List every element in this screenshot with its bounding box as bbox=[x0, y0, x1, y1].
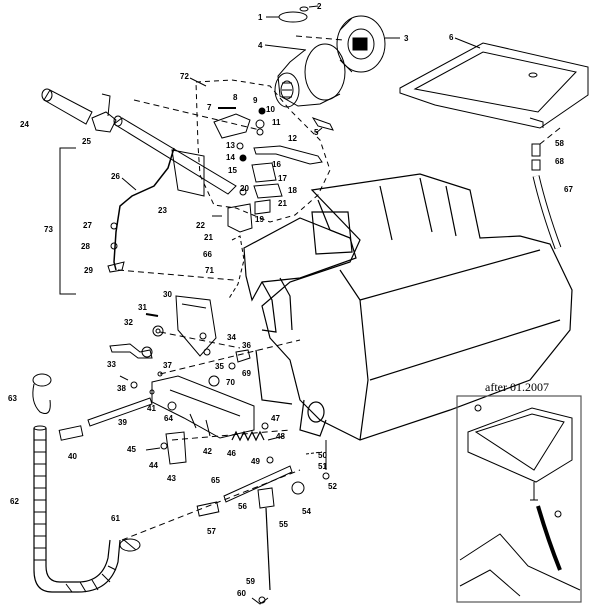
part-drain-cap bbox=[32, 373, 52, 414]
part-label-22: 22 bbox=[196, 221, 205, 230]
part-label-1: 1 bbox=[258, 13, 263, 22]
part-label-19: 19 bbox=[255, 215, 264, 224]
part-label-49: 49 bbox=[251, 457, 260, 466]
part-label-35: 35 bbox=[215, 362, 224, 371]
part-label-13: 13 bbox=[226, 141, 235, 150]
part-label-28: 28 bbox=[81, 242, 90, 251]
part-label-23: 23 bbox=[158, 206, 167, 215]
part-label-9: 9 bbox=[253, 96, 258, 105]
part-label-62: 62 bbox=[10, 497, 19, 506]
part-label-61: 61 bbox=[111, 514, 120, 523]
part-label-16: 16 bbox=[272, 160, 281, 169]
part-label-11: 11 bbox=[272, 118, 281, 127]
part-label-30: 30 bbox=[163, 290, 172, 299]
part-label-52: 52 bbox=[328, 482, 337, 491]
part-label-69: 69 bbox=[242, 369, 251, 378]
part-label-56: 56 bbox=[238, 502, 247, 511]
part-main-body bbox=[243, 173, 573, 441]
part-label-8: 8 bbox=[233, 93, 238, 102]
part-label-44: 44 bbox=[149, 461, 158, 470]
part-label-29: 29 bbox=[84, 266, 93, 275]
part-label-60: 60 bbox=[237, 589, 246, 598]
part-label-45: 45 bbox=[127, 445, 136, 454]
part-label-67: 67 bbox=[564, 185, 573, 194]
part-label-71: 71 bbox=[205, 266, 214, 275]
part-motor bbox=[264, 43, 346, 108]
part-label-2: 2 bbox=[317, 2, 322, 11]
part-label-12: 12 bbox=[288, 134, 297, 143]
part-label-39: 39 bbox=[118, 418, 127, 427]
part-label-41: 41 bbox=[147, 404, 156, 413]
part-label-25: 25 bbox=[82, 137, 91, 146]
part-label-70: 70 bbox=[226, 378, 235, 387]
part-label-57: 57 bbox=[207, 527, 216, 536]
part-label-18: 18 bbox=[288, 186, 297, 195]
part-label-36: 36 bbox=[242, 341, 251, 350]
part-label-65: 65 bbox=[211, 476, 220, 485]
part-filter bbox=[336, 15, 400, 73]
part-clip bbox=[311, 117, 334, 134]
part-label-20: 20 bbox=[240, 184, 249, 193]
inset-after-2007 bbox=[456, 395, 582, 603]
part-label-73: 73 bbox=[44, 225, 53, 234]
part-label-38: 38 bbox=[117, 384, 126, 393]
part-handle-grip bbox=[41, 88, 93, 125]
part-label-17: 17 bbox=[278, 174, 287, 183]
part-label-4: 4 bbox=[258, 41, 263, 50]
part-label-55: 55 bbox=[279, 520, 288, 529]
part-label-21-lower: 21 bbox=[204, 233, 213, 242]
part-label-40: 40 bbox=[68, 452, 77, 461]
part-label-5: 5 bbox=[314, 128, 319, 137]
part-label-37: 37 bbox=[163, 361, 172, 370]
part-label-6: 6 bbox=[449, 33, 454, 42]
part-label-15: 15 bbox=[228, 166, 237, 175]
part-label-59: 59 bbox=[246, 577, 255, 586]
part-label-14: 14 bbox=[226, 153, 235, 162]
part-handle-tube bbox=[113, 115, 237, 195]
part-label-26: 26 bbox=[111, 172, 120, 181]
part-tray bbox=[399, 37, 589, 129]
part-label-32: 32 bbox=[124, 318, 133, 327]
part-drain-hose bbox=[33, 425, 121, 593]
part-o-ring bbox=[266, 11, 308, 23]
part-label-46: 46 bbox=[227, 449, 236, 458]
assembly-lines bbox=[117, 35, 561, 541]
part-label-42: 42 bbox=[203, 447, 212, 456]
part-label-64: 64 bbox=[164, 414, 173, 423]
part-label-7: 7 bbox=[207, 103, 212, 112]
part-label-24: 24 bbox=[20, 120, 29, 129]
part-label-68: 68 bbox=[555, 157, 564, 166]
part-label-72: 72 bbox=[180, 72, 189, 81]
part-cap bbox=[299, 5, 319, 12]
revision-note: after 01.2007 bbox=[485, 380, 549, 394]
part-frame bbox=[151, 375, 255, 439]
part-label-3: 3 bbox=[404, 34, 409, 43]
part-label-34: 34 bbox=[227, 333, 236, 342]
part-label-50: 50 bbox=[318, 451, 327, 460]
part-label-63: 63 bbox=[8, 394, 17, 403]
part-label-47: 47 bbox=[271, 414, 280, 423]
part-label-48: 48 bbox=[276, 432, 285, 441]
part-label-58: 58 bbox=[555, 139, 564, 148]
part-label-43: 43 bbox=[167, 474, 176, 483]
part-label-51: 51 bbox=[318, 462, 327, 471]
part-label-31: 31 bbox=[138, 303, 147, 312]
part-label-21-upper: 21 bbox=[278, 199, 287, 208]
part-label-33: 33 bbox=[107, 360, 116, 369]
part-label-10: 10 bbox=[266, 105, 275, 114]
part-label-27: 27 bbox=[83, 221, 92, 230]
part-label-66: 66 bbox=[203, 250, 212, 259]
part-label-54: 54 bbox=[302, 507, 311, 516]
